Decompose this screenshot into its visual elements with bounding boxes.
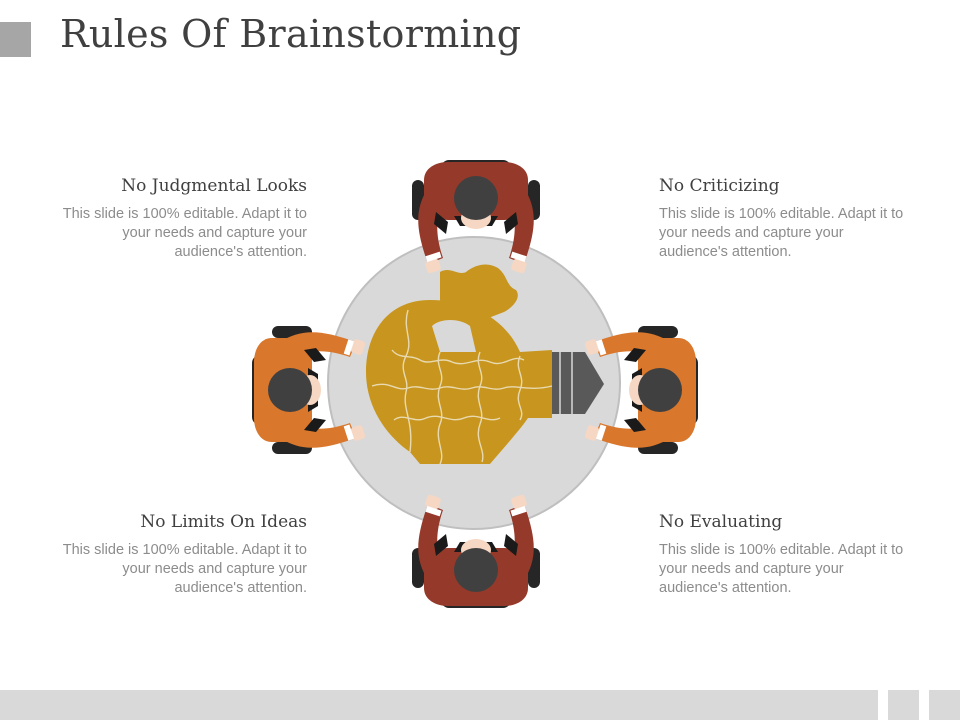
footer-square — [888, 690, 919, 720]
rule-body: This slide is 100% editable. Adapt it to… — [62, 542, 307, 596]
rule-heading: No Criticizing — [659, 176, 780, 196]
rule-heading: No Evaluating — [659, 512, 783, 532]
rule-heading: No Limits On Ideas — [140, 512, 307, 532]
rule-heading: No Judgmental Looks — [121, 176, 307, 196]
page-title: Rules Of Brainstorming — [60, 12, 522, 56]
title-marker — [0, 22, 31, 57]
footer-square — [929, 690, 960, 720]
footer-bar — [0, 690, 878, 720]
rule-body: This slide is 100% editable. Adapt it to… — [62, 206, 307, 260]
rule-body: This slide is 100% editable. Adapt it to… — [659, 542, 904, 596]
rule-body: This slide is 100% editable. Adapt it to… — [659, 206, 904, 260]
lightbulb-puzzle-icon — [366, 264, 604, 465]
rule-top-left: No Judgmental Looks This slide is 100% e… — [62, 176, 307, 262]
rule-bottom-right: No Evaluating This slide is 100% editabl… — [659, 512, 904, 598]
rule-bottom-left: No Limits On Ideas This slide is 100% ed… — [62, 512, 307, 598]
rule-top-right: No Criticizing This slide is 100% editab… — [659, 176, 904, 262]
